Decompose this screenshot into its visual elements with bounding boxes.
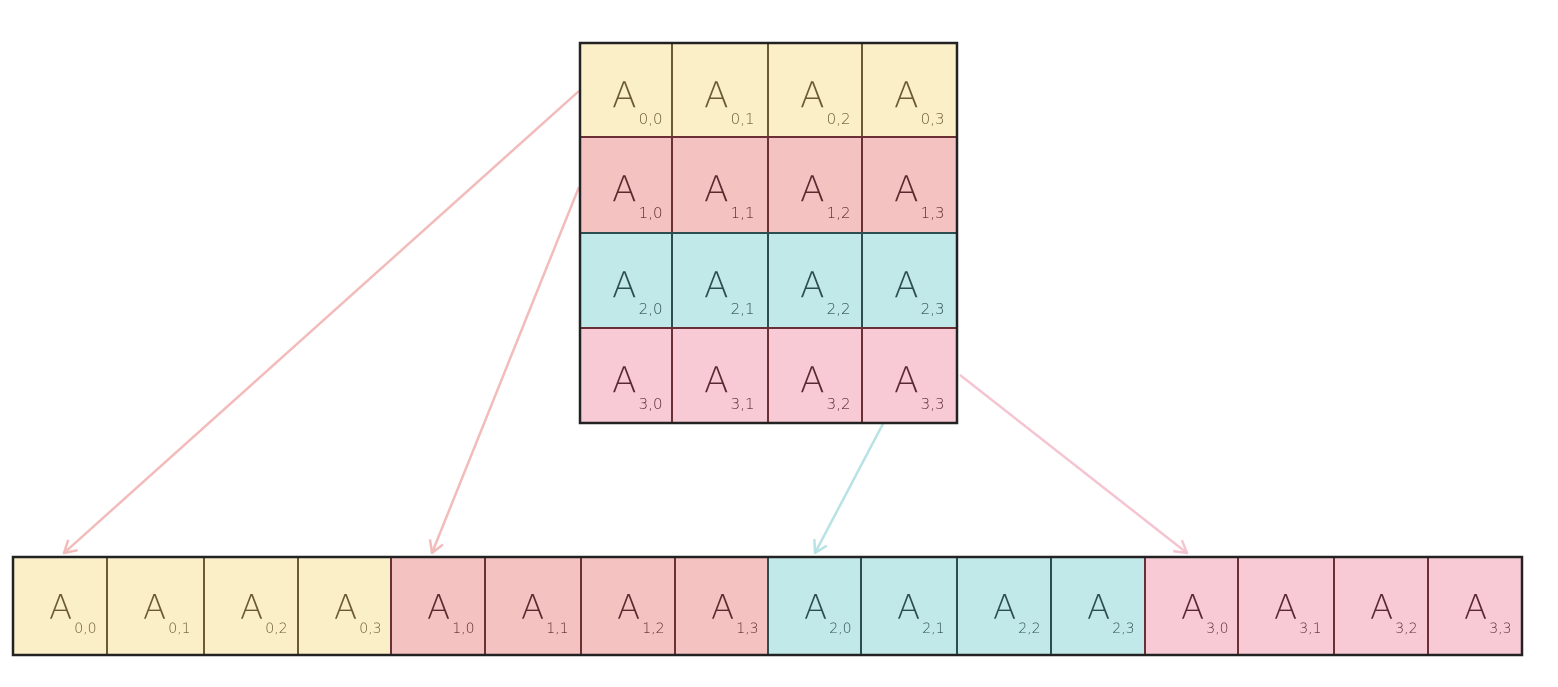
flattened-array: A0,0 A0,1 A0,2 A0,3 A1,0 A1,1 A1,2 A1,3 A2,0 A2,1… [11,555,1524,657]
array-cell: A3,3 [1427,556,1523,656]
array-cell: A1,1 [484,556,582,656]
arrow-row-3 [959,374,1189,555]
matrix-cell-0-3-label: A0,3 [894,75,945,128]
matrix-cell-2-1-label: A2,1 [704,265,755,318]
matrix-cell: A3,2 [767,327,863,424]
array-cell: A2,3 [1050,556,1146,656]
array-cell-3-1-label: A3,1 [1274,588,1322,637]
matrix-cell-0-0-label: A0,0 [612,75,663,128]
array-cell-1-2-label: A1,2 [617,588,665,637]
matrix-row-1: A1,0 A1,1 A1,2 A1,3 [579,136,958,234]
matrix-cell-2-0-label: A2,0 [612,265,663,318]
matrix-border [578,41,959,425]
array-cell-1-0-label: A1,0 [427,588,475,637]
array-cell-1-1-label: A1,1 [521,588,569,637]
array-cell: A0,1 [106,556,205,656]
matrix-cell: A2,1 [671,232,769,329]
matrix-cell-3-2-label: A3,2 [800,360,851,413]
matrix-cell-3-0-label: A3,0 [612,360,663,413]
array-cell-0-3-label: A0,3 [334,588,382,637]
matrix-cell: A3,1 [671,327,769,424]
array-cell-0-2-label: A0,2 [240,588,288,637]
array-cell: A0,2 [203,556,299,656]
matrix-cell: A0,3 [861,42,958,138]
array-cell-3-3-label: A3,3 [1464,588,1512,637]
array-cell-0-0-label: A0,0 [49,588,97,637]
matrix-cell-1-1-label: A1,1 [704,169,755,222]
matrix-row-3: A3,0 A3,1 A3,2 A3,3 [579,327,958,424]
matrix-cell-2-2-label: A2,2 [800,265,851,318]
matrix-row-0: A0,0 A0,1 A0,2 A0,3 [579,42,958,138]
array-cell: A1,3 [674,556,769,656]
matrix-cell-1-0-label: A1,0 [612,169,663,222]
array-cell-2-2-label: A2,2 [993,588,1041,637]
matrix-cell-3-3-label: A3,3 [894,360,945,413]
array-cell: A1,2 [580,556,676,656]
array-cell: A3,2 [1333,556,1429,656]
array-cell-2-3-label: A2,3 [1087,588,1135,637]
matrix-cell-0-2-label: A0,2 [800,75,851,128]
array-cell-3-0-label: A3,0 [1181,588,1229,637]
matrix-cell: A1,2 [767,136,863,234]
array-cell: A2,1 [860,556,958,656]
array-border [11,555,1524,657]
matrix-cell: A0,1 [671,42,769,138]
array-cell-3-2-label: A3,2 [1370,588,1418,637]
matrix-cell-2-3-label: A2,3 [894,265,945,318]
array-cell: A0,3 [297,556,392,656]
matrix-cell-1-2-label: A1,2 [800,169,851,222]
matrix-cell: A1,0 [579,136,673,234]
arrow-row-0 [62,90,580,555]
matrix-cell-3-1-label: A3,1 [704,360,755,413]
matrix-cell: A2,0 [579,232,673,329]
matrix-cell: A0,0 [579,42,673,138]
matrix-cell: A3,3 [861,327,958,424]
matrix-cell: A2,2 [767,232,863,329]
matrix-cell: A3,0 [579,327,673,424]
matrix-cell-1-3-label: A1,3 [894,169,945,222]
array-cell: A2,0 [767,556,862,656]
array-cell: A1,0 [390,556,486,656]
matrix-grid: A0,0 A0,1 A0,2 A0,3A1,0 A1,1 A1,2 A1,3A2,0 A2,1… [578,41,959,425]
matrix-cell-0-1-label: A0,1 [704,75,755,128]
arrow-row-1 [428,186,581,555]
array-cell: A3,0 [1144,556,1239,656]
array-cell: A3,1 [1237,556,1335,656]
matrix-cell: A1,1 [671,136,769,234]
array-cell-1-3-label: A1,3 [711,588,759,637]
matrix-cell: A0,2 [767,42,863,138]
array-cell-2-1-label: A2,1 [897,588,945,637]
matrix-cell: A1,3 [861,136,958,234]
array-cell-0-1-label: A0,1 [143,588,191,637]
array-cell-2-0-label: A2,0 [804,588,852,637]
array-cell: A2,2 [956,556,1052,656]
array-cell: A0,0 [12,556,108,656]
matrix-row-2: A2,0 A2,1 A2,2 A2,3 [579,232,958,329]
matrix-cell: A2,3 [861,232,958,329]
